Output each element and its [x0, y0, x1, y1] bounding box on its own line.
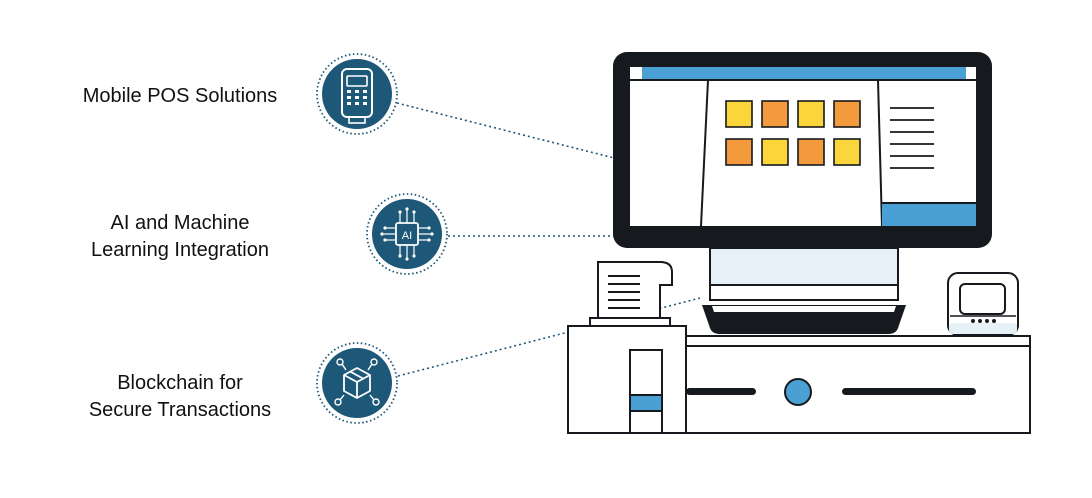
- card-reader: [947, 272, 1019, 336]
- svg-text:AI: AI: [402, 230, 412, 242]
- drawer-slot-left: [686, 388, 756, 395]
- feature-label-ai-ml: AI and Machine Learning Integration: [60, 210, 300, 264]
- connector-lines: [396, 102, 701, 377]
- feature-label-blockchain: Blockchain for Secure Transactions: [60, 370, 300, 424]
- pos-monitor: [613, 52, 992, 248]
- feature-label-mobile-pos: Mobile POS Solutions: [60, 83, 300, 110]
- drawer-slot-right: [842, 388, 976, 395]
- screen-pay-button: [882, 203, 976, 226]
- feature-label-line: Mobile POS Solutions: [82, 85, 278, 107]
- drawer-key: [784, 378, 812, 406]
- feature-label-line: Learning Integration: [91, 239, 269, 261]
- screen-header-bar: [642, 67, 966, 80]
- feature-label-line: AI and Machine: [110, 212, 250, 234]
- ai-chip-icon: AI: [366, 193, 448, 275]
- connector-blockchain: [397, 297, 701, 377]
- receipt-printer: [567, 261, 687, 434]
- connector-mobile-pos: [396, 102, 623, 161]
- monitor-base: [702, 305, 906, 334]
- screen-product-tiles: [725, 100, 861, 166]
- blockchain-cube-icon: [316, 342, 398, 424]
- feature-label-line: Blockchain for: [117, 372, 243, 394]
- feature-label-line: Secure Transactions: [88, 399, 272, 421]
- pos-register-illustration: [567, 52, 1031, 434]
- mobile-pos-terminal-icon: [316, 53, 398, 135]
